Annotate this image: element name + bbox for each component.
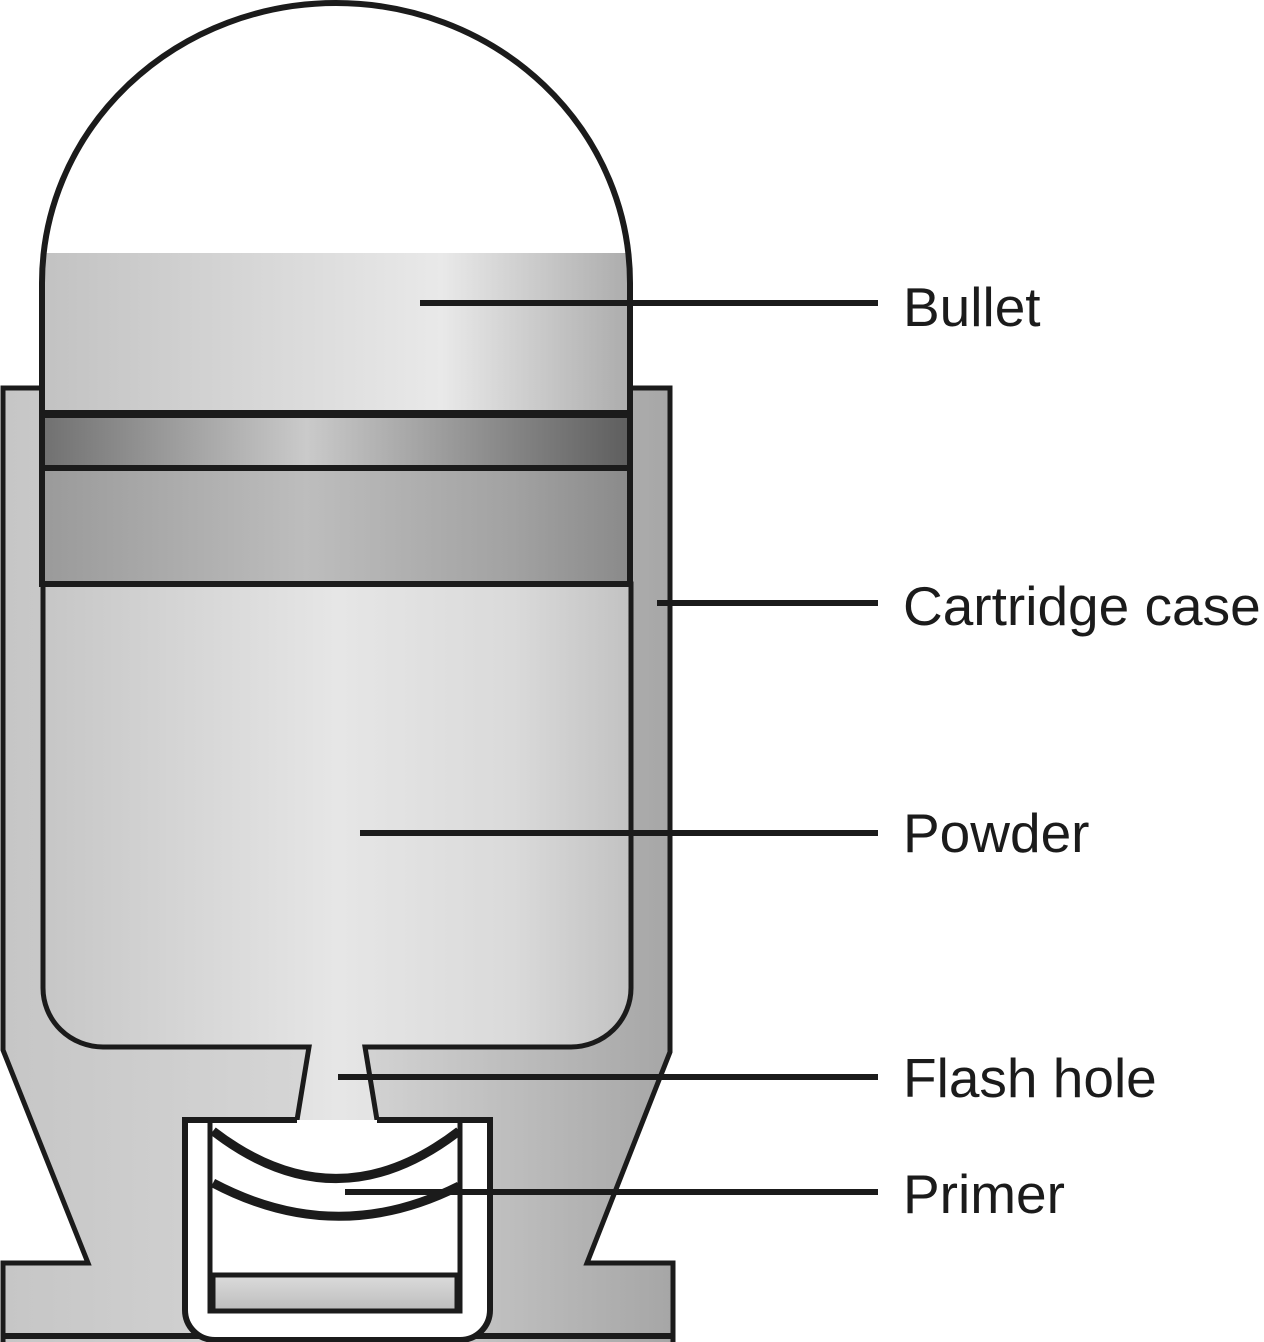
powder-shape [43, 584, 631, 1120]
label-powder: Powder [903, 802, 1089, 864]
bullet-body-shade [42, 253, 630, 413]
crimp-band [39, 412, 633, 471]
label-cartridge-case: Cartridge case [903, 575, 1261, 637]
label-primer: Primer [903, 1163, 1065, 1225]
primer-pellet-arc-upper [210, 1127, 462, 1183]
primer-pellet-arc-lower [210, 1179, 462, 1221]
primer-cup-outline [182, 1117, 493, 1342]
bullet-base-band [39, 465, 633, 587]
primer-filler [210, 1272, 460, 1314]
label-flash-hole: Flash hole [903, 1047, 1157, 1109]
label-bullet: Bullet [903, 276, 1041, 338]
bullet-outline [39, 0, 633, 416]
